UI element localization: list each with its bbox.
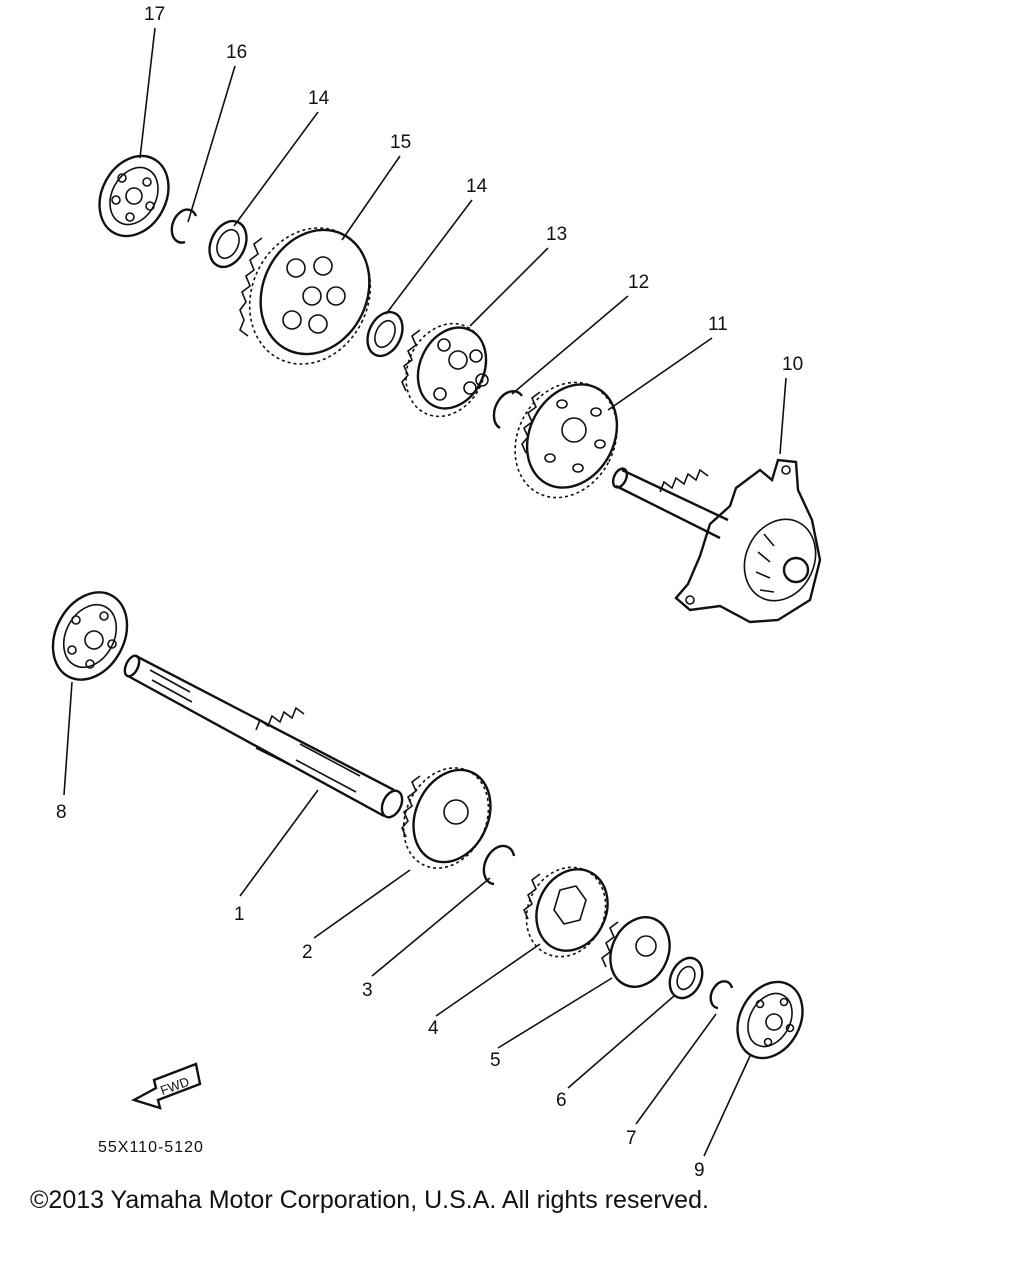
leader-lines <box>63 27 787 1157</box>
callout-7: 7 <box>626 1128 637 1149</box>
part-15-gear-large <box>239 227 372 365</box>
part-17-bearing <box>98 154 170 238</box>
callout-labels: 17 16 14 15 14 13 12 11 10 8 1 2 3 4 5 6… <box>56 4 803 1180</box>
part-1-main-shaft <box>123 654 404 819</box>
part-7-circlip <box>709 980 734 1010</box>
part-13-gear-dog <box>401 322 489 418</box>
part-12-circlip <box>492 389 524 430</box>
callout-15: 15 <box>390 132 411 153</box>
fwd-arrow-icon: FWD <box>130 1062 202 1110</box>
copyright-notice: ©2013 Yamaha Motor Corporation, U.S.A. A… <box>30 1186 709 1214</box>
part-14-washer-upper <box>208 219 248 269</box>
callout-11: 11 <box>708 314 728 335</box>
callout-1: 1 <box>234 904 245 925</box>
callout-3: 3 <box>362 980 373 1001</box>
part-6-washer <box>668 956 704 1000</box>
part-3-circlip <box>482 844 516 886</box>
part-2-gear <box>401 767 492 869</box>
callout-8: 8 <box>56 802 67 823</box>
callout-14-upper: 14 <box>308 88 330 109</box>
callout-4: 4 <box>428 1018 439 1039</box>
exploded-parts-diagram: 17 16 14 15 14 13 12 11 10 8 1 2 3 4 5 6… <box>51 4 822 1180</box>
drawing-code: 55X110-5120 <box>98 1139 204 1156</box>
part-10-shaft-flange <box>611 458 822 624</box>
part-8-bearing <box>51 591 129 681</box>
callout-14-lower: 14 <box>466 176 488 197</box>
part-14-washer-lower <box>366 310 404 358</box>
part-4-gear <box>523 866 609 958</box>
part-16-circlip <box>170 208 198 244</box>
callout-6: 6 <box>556 1090 567 1111</box>
callout-2: 2 <box>302 942 313 963</box>
callout-16: 16 <box>226 42 247 63</box>
part-9-bearing <box>736 980 804 1060</box>
callout-17: 17 <box>144 4 165 25</box>
callout-10: 10 <box>782 354 803 375</box>
callout-9: 9 <box>694 1160 705 1180</box>
part-11-gear <box>514 381 619 499</box>
callout-5: 5 <box>490 1050 501 1071</box>
callout-13: 13 <box>546 224 567 245</box>
part-5-gear <box>601 916 671 988</box>
callout-12: 12 <box>628 272 649 293</box>
